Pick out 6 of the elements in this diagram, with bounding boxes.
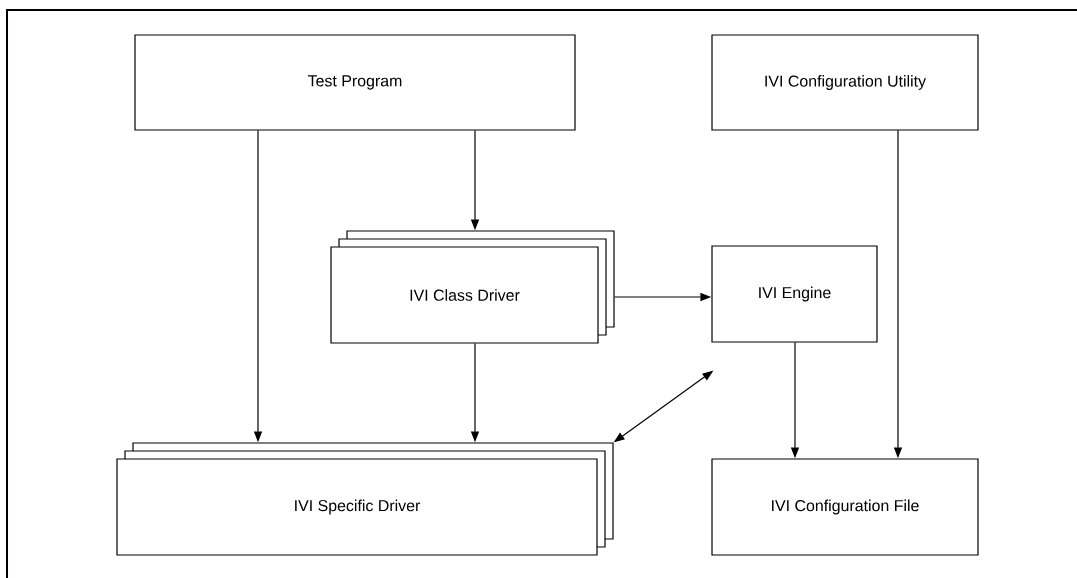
process-box: IVI Configuration File: [711, 458, 979, 556]
process-box: IVI Configuration Utility: [711, 34, 979, 131]
stacked-box: IVI Specific Driver: [116, 442, 614, 556]
stacked-box: IVI Class Driver: [330, 230, 615, 344]
process-box: Test Program: [134, 34, 576, 131]
process-box: IVI Engine: [711, 245, 878, 343]
